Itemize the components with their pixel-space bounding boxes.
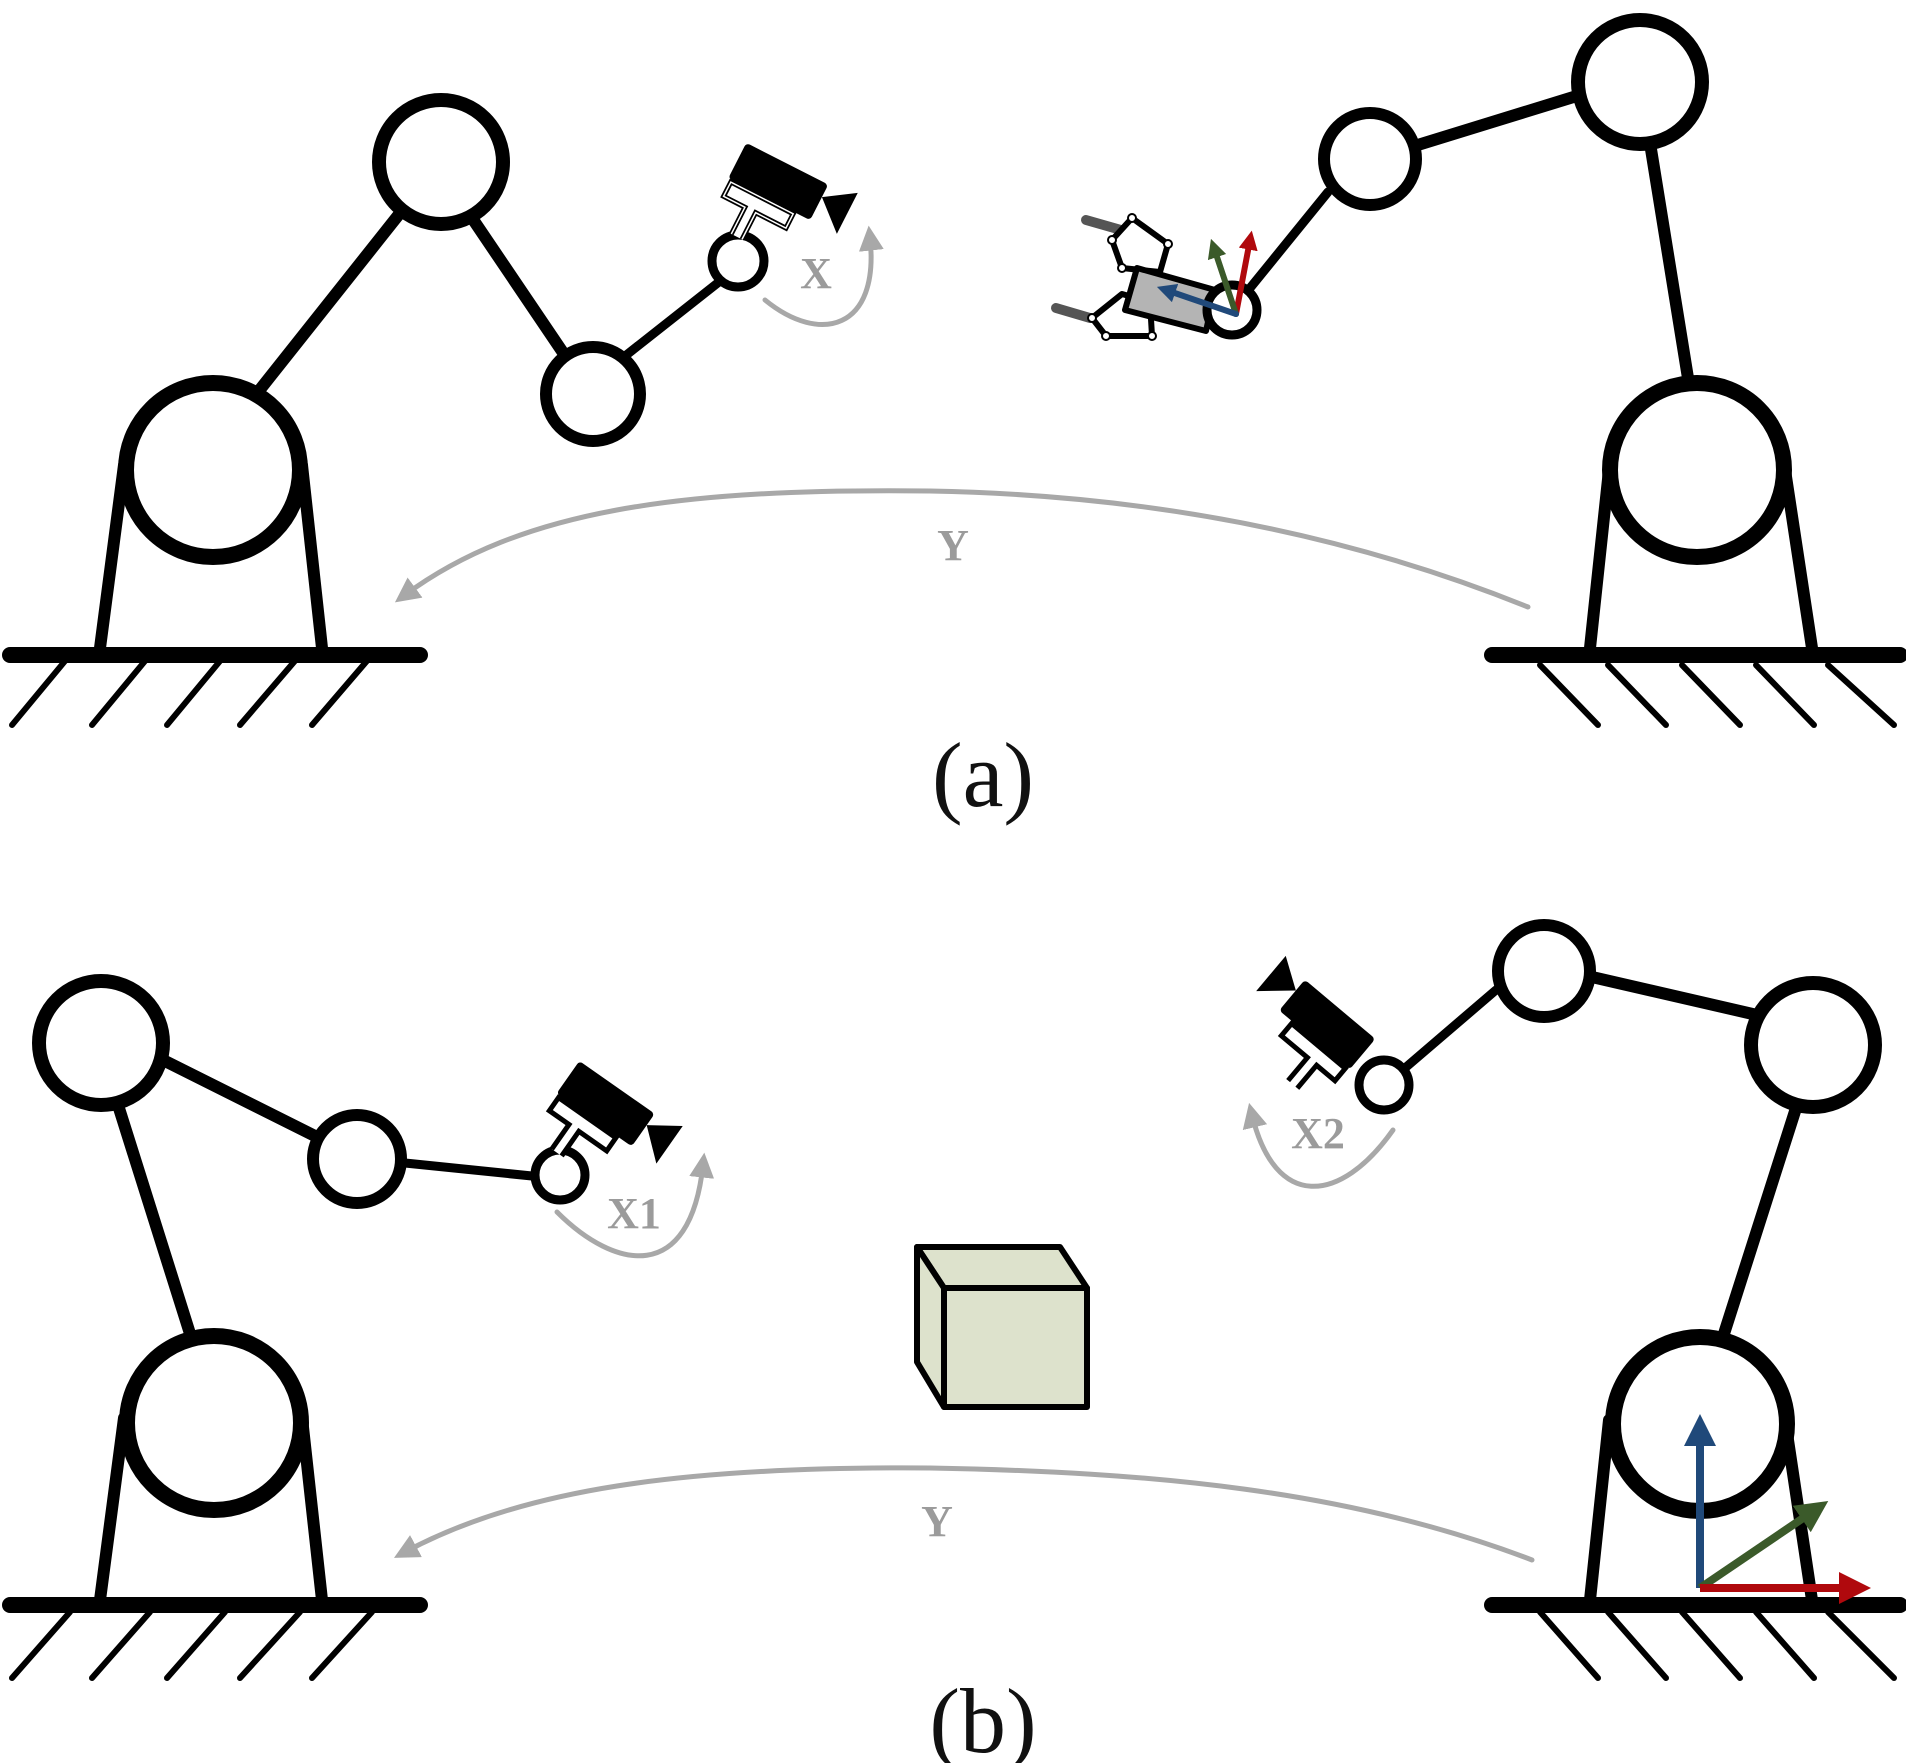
elbow-joint — [540, 341, 646, 447]
panel-a: X — [2, 13, 1906, 826]
robot-arm-left-b — [2, 974, 590, 1681]
cube-icon — [914, 1244, 1090, 1410]
elbow-joint — [1318, 107, 1422, 211]
wrist-joint — [1354, 1055, 1414, 1115]
shoulder-joint — [372, 93, 510, 231]
ground-symbol-icon — [1484, 1597, 1906, 1681]
shoulder-joint — [32, 974, 170, 1112]
label-x: X — [800, 249, 832, 298]
transform-arrow-x — [762, 225, 884, 327]
wrist-joint — [707, 230, 769, 292]
elbow-joint — [1492, 919, 1596, 1023]
ground-symbol-icon — [2, 647, 428, 728]
transform-arrow-x1 — [554, 1152, 715, 1259]
camera-icon — [1256, 955, 1374, 1090]
camera-icon — [545, 1062, 683, 1164]
ground-symbol-icon — [2, 1597, 428, 1681]
wrist-joint — [530, 1145, 590, 1205]
caption-b: (b) — [929, 1670, 1036, 1763]
label-x1: X1 — [607, 1189, 661, 1238]
base-joint — [118, 375, 308, 565]
camera-icon — [720, 144, 858, 241]
base-joint — [1602, 375, 1792, 565]
transform-arrow-y-a — [394, 488, 1531, 610]
calibration-target-icon — [1051, 213, 1262, 341]
shoulder-joint — [1571, 13, 1709, 151]
robot-arm-right-a — [1241, 13, 1906, 728]
label-x2: X2 — [1291, 1109, 1345, 1158]
transform-arrow-x2 — [1242, 1102, 1396, 1189]
panel-b: X1 — [2, 919, 1906, 1763]
ground-symbol-icon — [1484, 647, 1906, 728]
elbow-joint — [307, 1109, 407, 1209]
coordinate-frame-icon — [1684, 1414, 1871, 1604]
shoulder-joint — [1744, 976, 1882, 1114]
label-y-b: Y — [921, 1497, 953, 1546]
transform-arrow-y-b — [393, 1465, 1535, 1563]
robot-arm-left-a — [2, 93, 769, 728]
label-y-a: Y — [937, 521, 969, 570]
caption-a: (a) — [932, 724, 1034, 826]
coordinate-frame-icon — [1156, 230, 1258, 317]
base-joint — [119, 1328, 309, 1518]
robot-arm-right-b — [1354, 919, 1906, 1681]
robot-base-left-a — [94, 459, 328, 654]
